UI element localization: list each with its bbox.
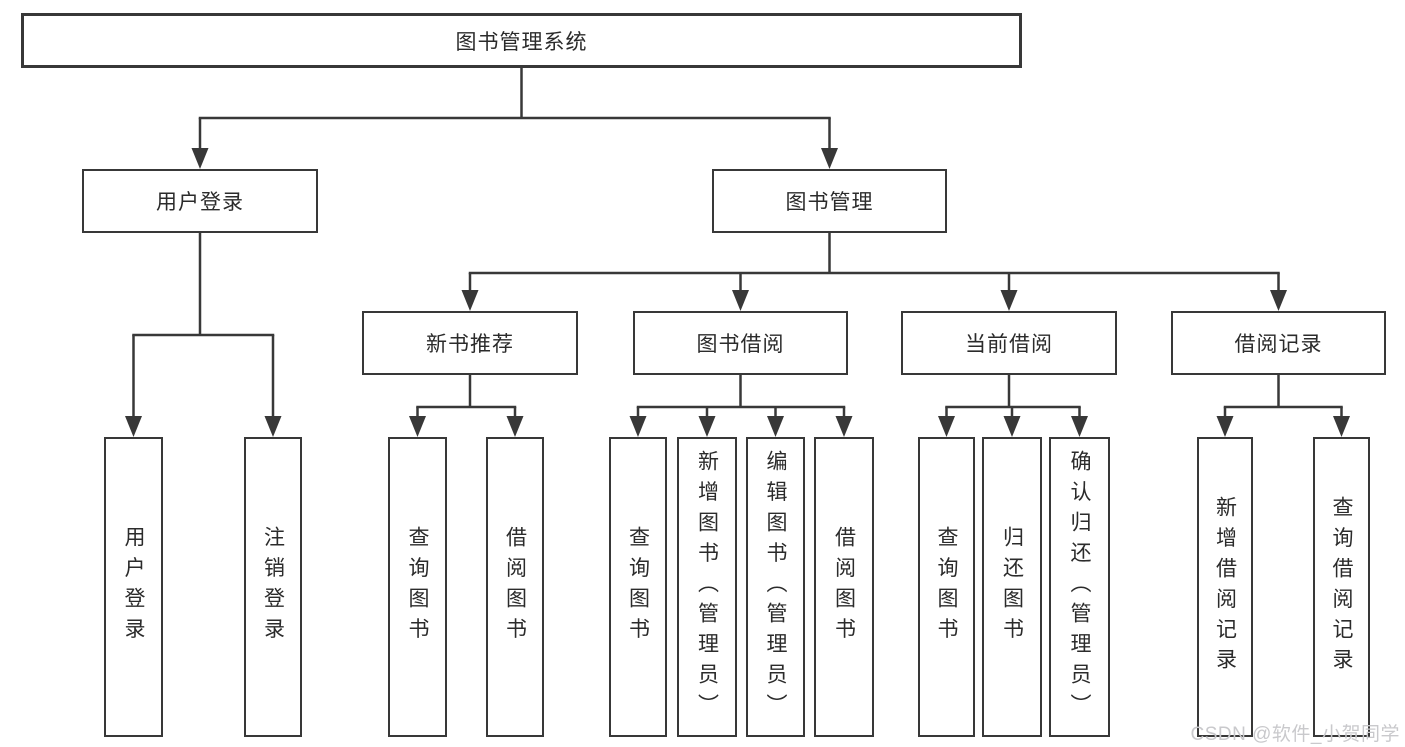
node-book-management: 图书管理 (712, 169, 947, 233)
node-label: 借阅记录 (1234, 333, 1323, 356)
node-label: 查询图书 (406, 526, 429, 648)
node-leaf-borrow-books: 借阅图书 (814, 437, 874, 737)
node-label: 用户登录 (122, 526, 145, 648)
node-label: 新增借阅记录 (1213, 495, 1237, 679)
node-label: 查询图书 (626, 526, 650, 648)
node-leaf-return-books: 归还图书 (982, 437, 1042, 737)
node-label: 借阅图书 (503, 526, 527, 648)
node-leaf-logout: 注销登录 (244, 437, 302, 737)
node-leaf-query-books: 查询图书 (609, 437, 667, 737)
node-label: 借阅图书 (832, 526, 856, 648)
node-leaf-confirm-return-admin: 确认归还（管理员） (1049, 437, 1110, 737)
node-label: 查询图书 (935, 526, 958, 648)
node-label: 确认归还（管理员） (1068, 449, 1091, 725)
node-label: 用户登录 (156, 191, 244, 214)
node-borrow-records: 借阅记录 (1171, 311, 1386, 375)
node-new-book-recommend: 新书推荐 (362, 311, 578, 375)
node-leaf-borrow-books: 借阅图书 (486, 437, 544, 737)
node-library-management-system: 图书管理系统 (21, 13, 1022, 68)
node-current-borrow: 当前借阅 (901, 311, 1117, 375)
node-leaf-query-books: 查询图书 (918, 437, 975, 737)
node-label: 查询借阅记录 (1330, 495, 1353, 679)
node-label: 新增图书（管理员） (695, 449, 719, 725)
csdn-watermark: CSDN @软件_小贺同学 (1190, 724, 1400, 745)
node-label: 图书管理 (785, 191, 874, 214)
node-label: 当前借阅 (965, 333, 1053, 356)
node-leaf-query-books: 查询图书 (388, 437, 447, 737)
node-leaf-add-books-admin: 新增图书（管理员） (677, 437, 737, 737)
node-book-borrow: 图书借阅 (633, 311, 848, 375)
node-leaf-query-borrow-record: 查询借阅记录 (1313, 437, 1370, 737)
node-leaf-edit-books-admin: 编辑图书（管理员） (746, 437, 805, 737)
node-label: 归还图书 (1000, 526, 1024, 648)
node-label: 编辑图书（管理员） (764, 449, 787, 725)
node-label: 注销登录 (261, 526, 285, 648)
node-label: 新书推荐 (426, 333, 514, 356)
node-leaf-user-login: 用户登录 (104, 437, 163, 737)
node-user-login: 用户登录 (82, 169, 318, 233)
node-label: 图书管理系统 (455, 30, 588, 54)
node-label: 图书借阅 (696, 333, 785, 356)
node-leaf-add-borrow-record: 新增借阅记录 (1197, 437, 1253, 737)
